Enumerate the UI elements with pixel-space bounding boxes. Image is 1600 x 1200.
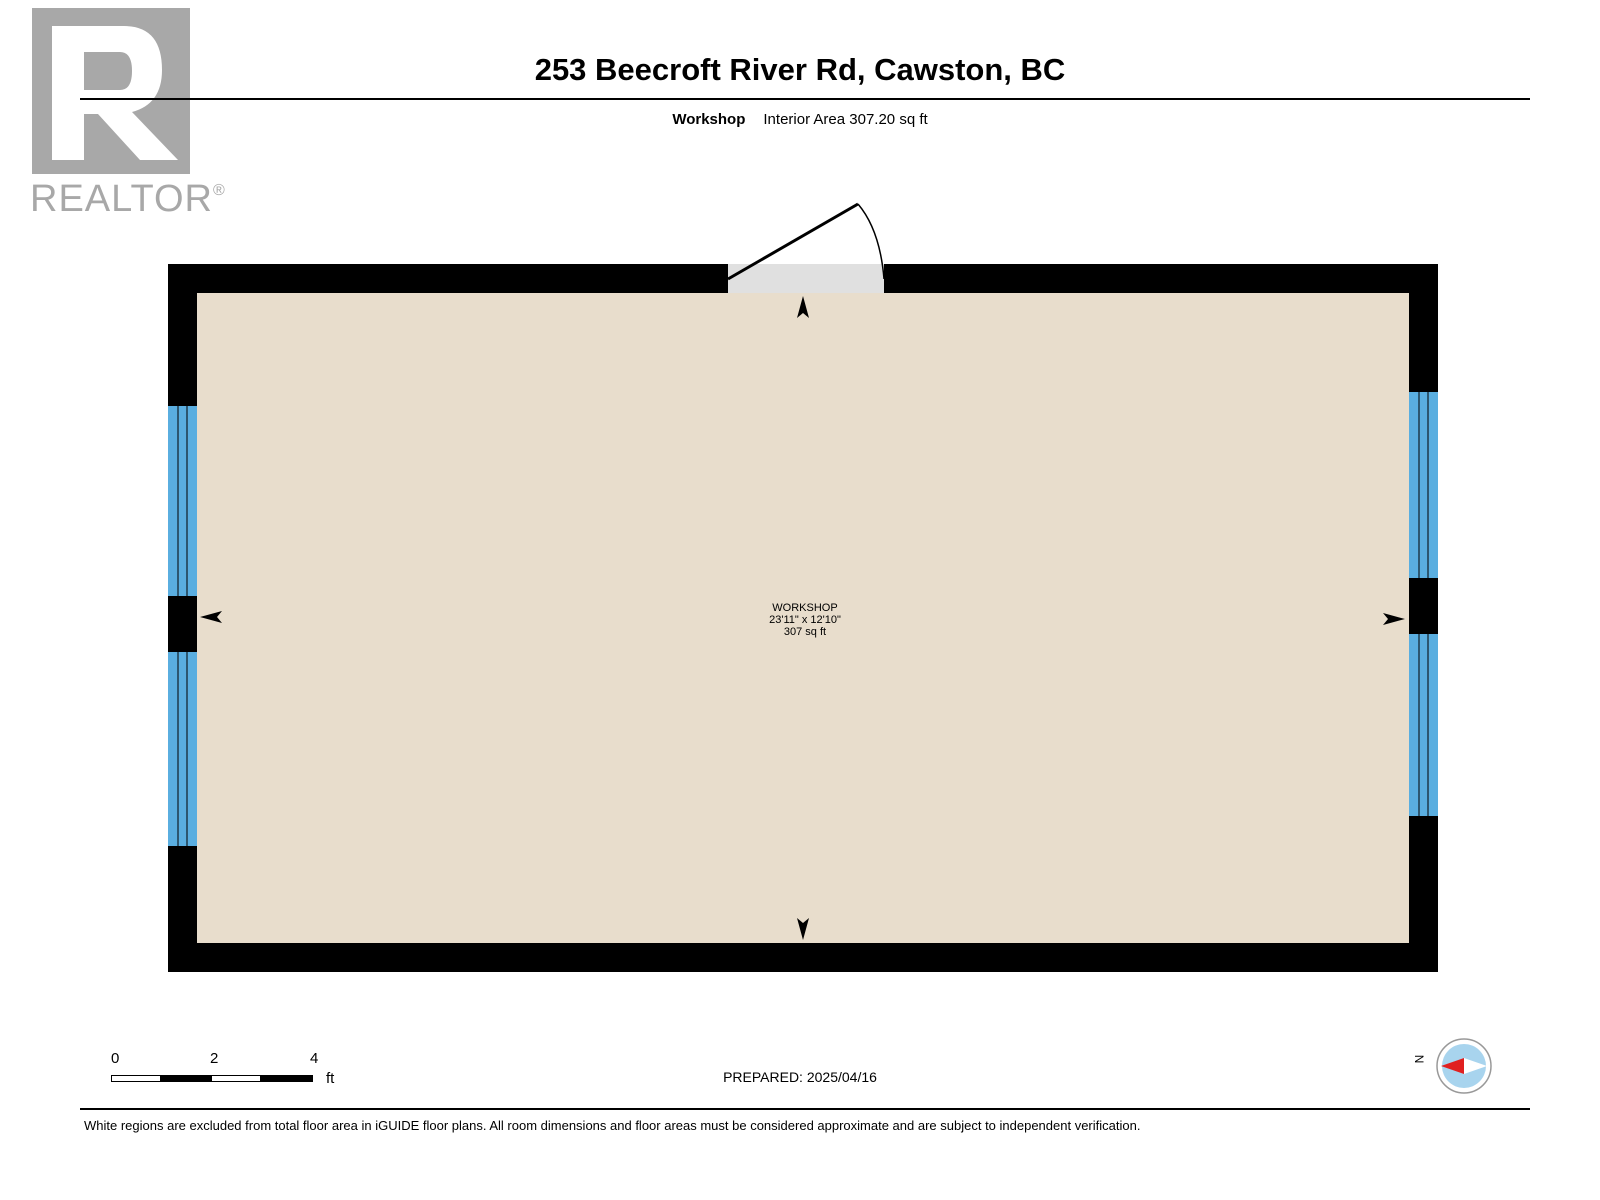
scale-segment xyxy=(161,1075,211,1082)
window-right-upper xyxy=(1409,392,1438,578)
floor-plan xyxy=(168,202,1438,972)
scale-tick-0: 0 xyxy=(111,1050,120,1067)
room-label-workshop: WORKSHOP 23'11" x 12'10" 307 sq ft xyxy=(700,602,910,638)
scale-segment xyxy=(111,1075,161,1082)
realtor-logo: REALTOR® xyxy=(30,8,225,220)
level-summary: Workshop Interior Area 307.20 sq ft xyxy=(0,111,1600,128)
window-left-upper xyxy=(168,406,197,596)
north-compass: N xyxy=(1412,1035,1495,1095)
room-area: 307 sq ft xyxy=(783,626,827,638)
room-name: WORKSHOP xyxy=(772,602,838,614)
page-title: 253 Beecroft River Rd, Cawston, BC xyxy=(534,52,1066,87)
scale-segment xyxy=(261,1075,313,1082)
dimension-arrow-left-icon xyxy=(200,611,222,623)
scale-tick-4: 4 xyxy=(310,1050,319,1067)
realtor-wordmark: REALTOR® xyxy=(30,178,226,220)
footer-disclaimer: White regions are excluded from total fl… xyxy=(84,1118,1141,1133)
scale-bar: 0 2 4 ft xyxy=(108,1050,348,1100)
interior-area: Interior Area 307.20 sq ft xyxy=(763,111,928,128)
dimension-arrow-bottom-icon xyxy=(797,918,809,940)
window-right-lower xyxy=(1409,634,1438,816)
level-name: Workshop xyxy=(672,111,746,128)
room-dimensions: 23'11" x 12'10" xyxy=(769,614,841,626)
scale-unit: ft xyxy=(326,1070,335,1087)
door-threshold xyxy=(728,264,884,293)
window-left-lower xyxy=(168,652,197,846)
scale-tick-2: 2 xyxy=(210,1050,219,1067)
room-floor-workshop xyxy=(197,293,1409,943)
north-compass-icon xyxy=(1436,1038,1492,1094)
footer-divider xyxy=(80,1108,1530,1110)
door-leaf xyxy=(727,202,859,281)
compass-north-label: N xyxy=(1412,1054,1427,1064)
prepared-date: PREPARED: 2025/04/16 xyxy=(723,1069,877,1085)
scale-segment xyxy=(211,1075,261,1082)
door-swing-arc xyxy=(857,203,885,280)
header-divider xyxy=(80,98,1530,100)
dimension-arrow-right-icon xyxy=(1383,613,1405,625)
realtor-r-logo-icon xyxy=(32,8,190,174)
dimension-arrow-top-icon xyxy=(797,296,809,318)
